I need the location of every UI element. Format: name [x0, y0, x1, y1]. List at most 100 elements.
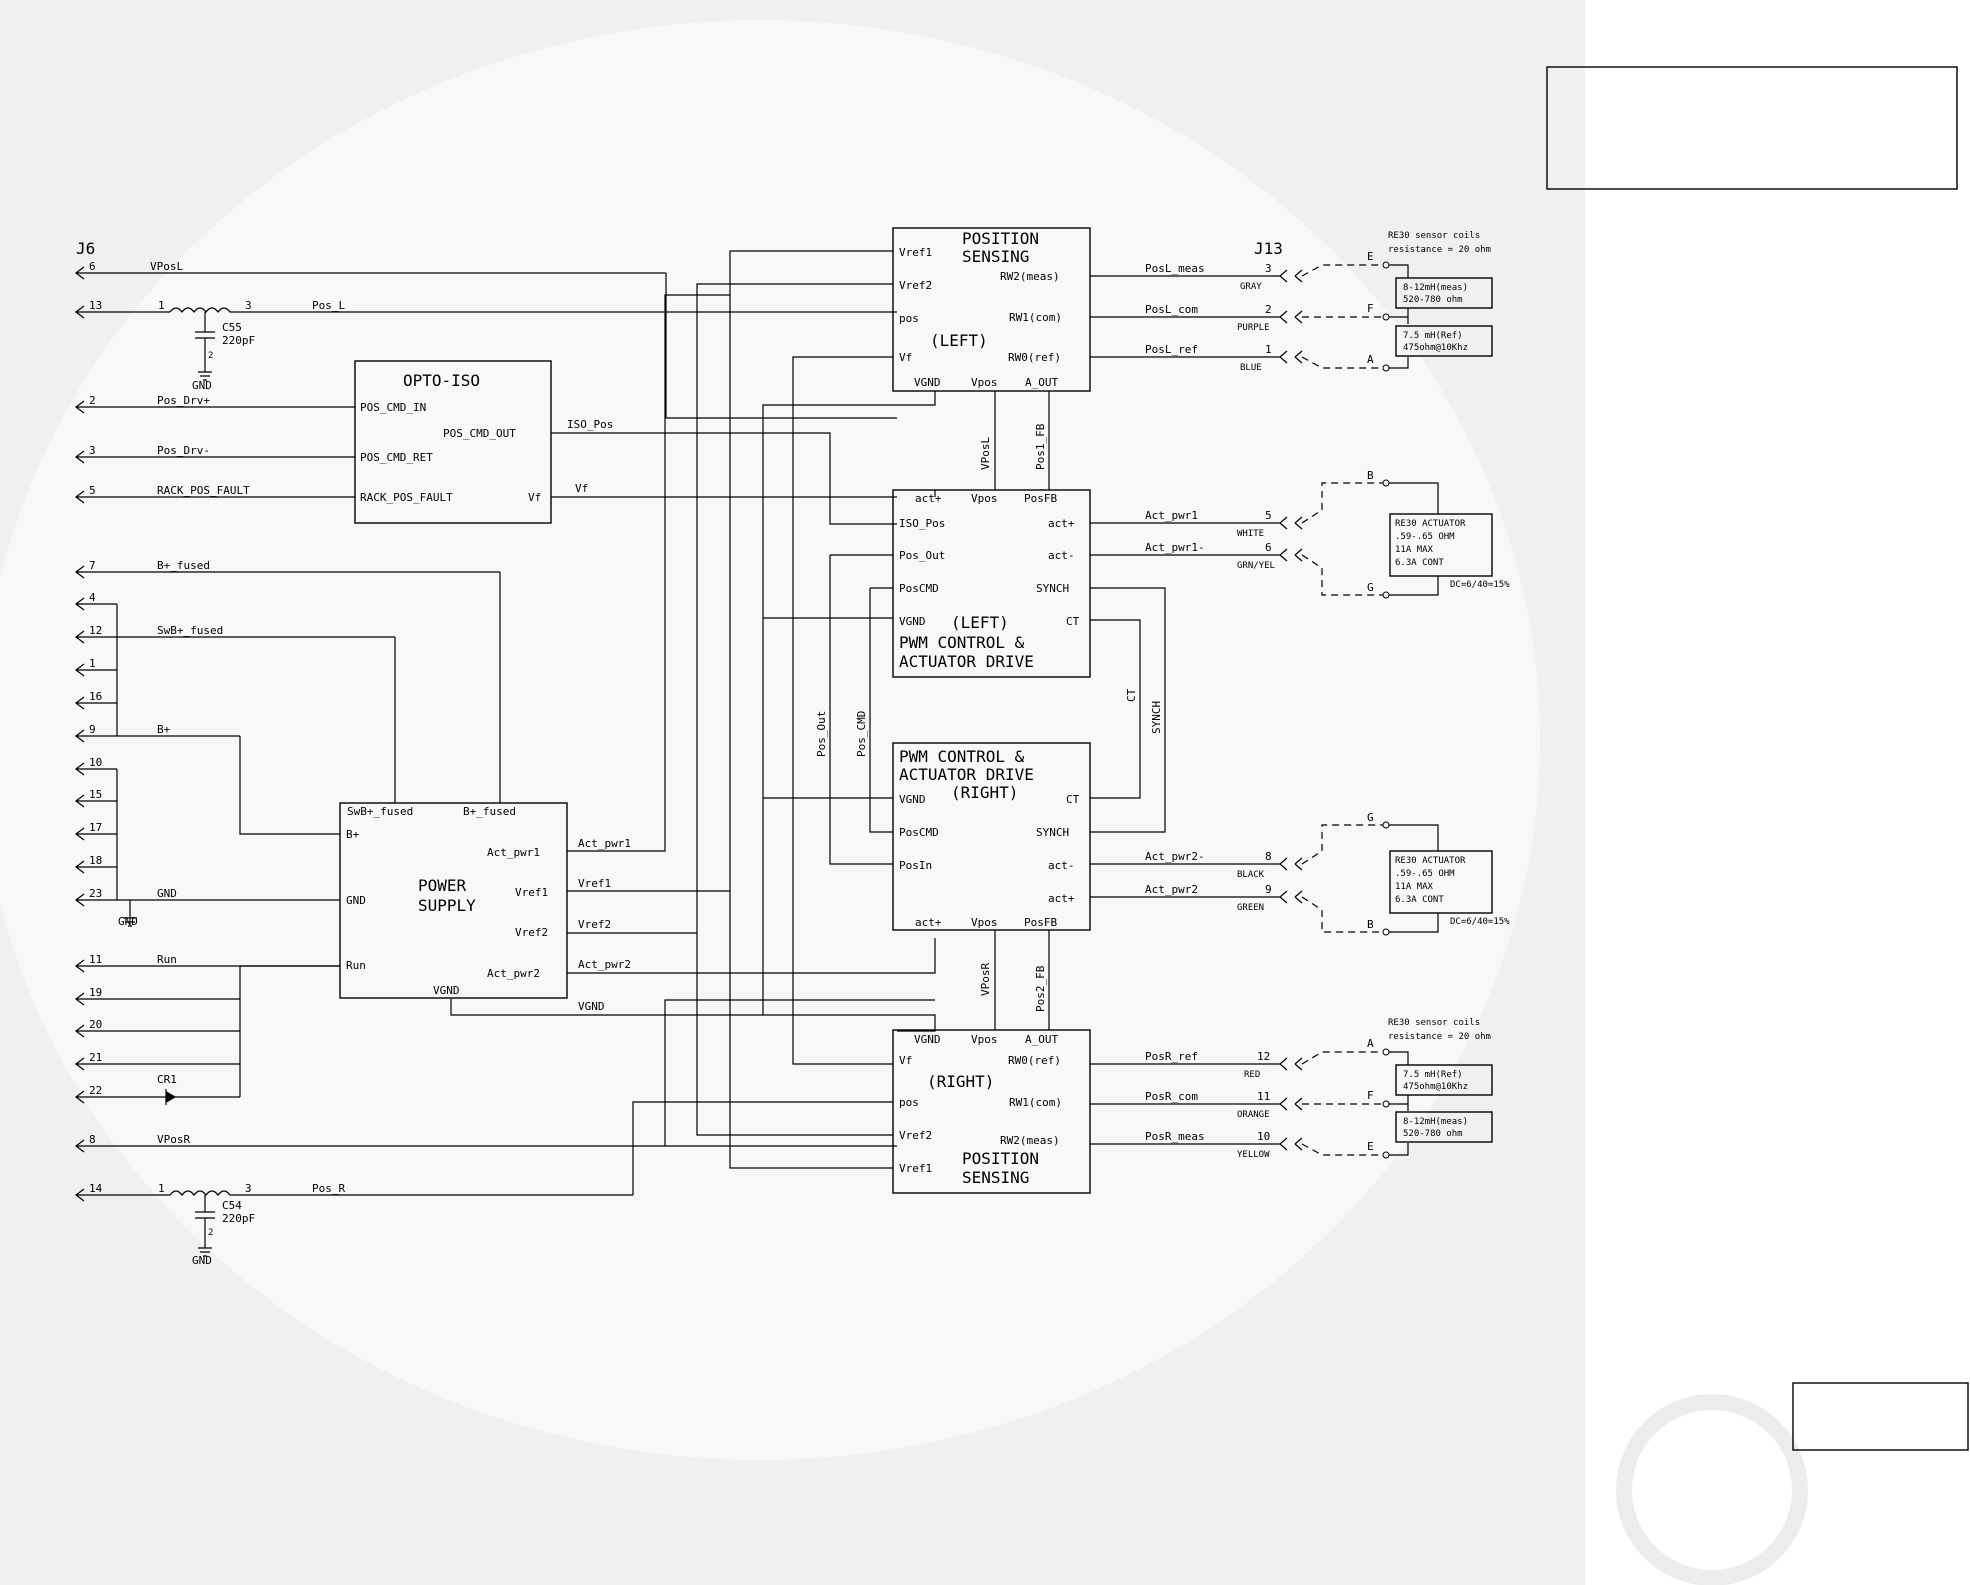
sensor-upper-note-1: RE30 sensor coils — [1388, 231, 1480, 241]
wire-color-orange: ORANGE — [1237, 1110, 1270, 1120]
j13-pin-8: 8 — [1265, 850, 1272, 863]
wire-color-yellow: YELLOW — [1237, 1150, 1270, 1160]
pwmr-pin-poscmd: PosCMD — [899, 826, 939, 839]
j13-pin-5: 5 — [1265, 509, 1272, 522]
ps-net-vref2: Vref2 — [578, 918, 611, 931]
pin-net: Pos_R — [312, 1182, 345, 1195]
psl-pin-pos: pos — [899, 312, 919, 325]
sensor-upper-letter-a: A — [1367, 353, 1374, 366]
j6-pins — [75, 266, 897, 1202]
actuator-lower-line-4: 6.3A CONT — [1395, 895, 1444, 905]
pin-num: 15 — [89, 788, 102, 801]
ps-pin-run: Run — [346, 959, 366, 972]
actuator-upper-letter-b: B — [1367, 469, 1374, 482]
coil-upper-2b: 475ohm@10Khz — [1403, 343, 1468, 353]
gnd-label: GND — [118, 915, 138, 928]
wire-color-gray: GRAY — [1240, 282, 1262, 292]
psr-pin-rw1: RW1(com) — [1009, 1096, 1062, 1109]
pwml-pin-poscmd: PosCMD — [899, 582, 939, 595]
pwmr-pin-synch: SYNCH — [1036, 826, 1069, 839]
psl-pin-vref1: Vref1 — [899, 246, 932, 259]
opto-pin-rack-pos-fault: RACK_POS_FAULT — [360, 491, 453, 504]
psl-pin-vf: Vf — [899, 351, 912, 364]
net-act-pwr1: Act_pwr1 — [1145, 509, 1198, 522]
upper-actuator: B G RE30 ACTUATOR .59-.65 OHM 11A MAX 6.… — [1301, 469, 1510, 599]
diode-cr1: CR1 — [157, 1073, 240, 1105]
net-vposl: VPosL — [979, 437, 992, 470]
pin-net: Run — [157, 953, 177, 966]
pwml-pin-ct: CT — [1066, 615, 1080, 628]
j13-pin-9: 9 — [1265, 883, 1272, 896]
net-posl-com: PosL_com — [1145, 303, 1198, 316]
net-posr-com: PosR_com — [1145, 1090, 1198, 1103]
c54-gnd: GND — [192, 1254, 212, 1267]
coil-lower-2b: 520-780 ohm — [1403, 1129, 1463, 1139]
c54-pin1: 1 — [158, 1182, 165, 1195]
psl-pin-rw2: RW2(meas) — [1000, 270, 1060, 283]
net-vposr: VPosR — [979, 963, 992, 996]
j13-pin-1: 1 — [1265, 343, 1272, 356]
watermark — [0, 0, 1808, 1585]
opto-pin-pos-cmd-in: POS_CMD_IN — [360, 401, 426, 414]
lower-actuator: G B RE30 ACTUATOR .59-.65 OHM 11A MAX 6.… — [1301, 811, 1510, 936]
pin-net: VPosL — [150, 260, 183, 273]
psr-pin-pos: pos — [899, 1096, 919, 1109]
page-number-box — [1792, 1382, 1969, 1451]
coil-lower-1a: 7.5 mH(Ref) — [1403, 1070, 1463, 1080]
pwml-pin-act-plus-top: act+ — [915, 492, 942, 505]
pin-net: B+_fused — [157, 559, 210, 572]
connector-j13-label: J13 — [1254, 239, 1283, 258]
pin-net: RACK_POS_FAULT — [157, 484, 250, 497]
coil-upper-1a: 8-12mH(meas) — [1403, 283, 1468, 293]
net-act-pwr1-minus: Act_pwr1- — [1145, 541, 1205, 554]
pwmr-pin-vpos: Vpos — [971, 916, 998, 929]
connector-j6-label: J6 — [76, 239, 95, 258]
net-act-pwr2-minus: Act_pwr2- — [1145, 850, 1205, 863]
sensor-upper-letter-e: E — [1367, 250, 1374, 263]
opto-net-iso-pos: ISO_Pos — [567, 418, 613, 431]
wire-color-red: RED — [1244, 1070, 1260, 1080]
psl-pin-rw1: RW1(com) — [1009, 311, 1062, 324]
pwml-pin-pos-out: Pos_Out — [899, 549, 945, 562]
ps-pin-vref1: Vref1 — [515, 886, 548, 899]
pin-num: 5 — [89, 484, 96, 497]
coil-lower-1b: 475ohm@10Khz — [1403, 1082, 1468, 1092]
sensor-lower-letter-a: A — [1367, 1037, 1374, 1050]
pin-net: Pos_Drv- — [157, 444, 210, 457]
psl-pin-vpos: Vpos — [971, 376, 998, 389]
ps-pin-gnd: GND — [346, 894, 366, 907]
pwml-side: (LEFT) — [951, 613, 1009, 632]
pin-num: 18 — [89, 854, 102, 867]
position-sensing-left-block: POSITION SENSING (LEFT) Vref1 Vref2 pos … — [892, 227, 1091, 392]
wire-color-blue: BLUE — [1240, 363, 1262, 373]
pin-num: 20 — [89, 1018, 102, 1031]
ps-pin-b-fused: B+_fused — [463, 805, 516, 818]
title-block-box — [1546, 66, 1958, 190]
c54-pin2: 2 — [208, 1228, 213, 1238]
pin-num: 6 — [89, 260, 96, 273]
filter-c54: 1 3 C54 220pF 2 GND — [158, 1182, 633, 1267]
psl-pin-rw0: RW0(ref) — [1008, 351, 1061, 364]
net-posr-meas: PosR_meas — [1145, 1130, 1205, 1143]
c54-ref: C54 — [222, 1199, 242, 1212]
psr-title-1: POSITION — [962, 1149, 1039, 1168]
diode-ref: CR1 — [157, 1073, 177, 1086]
pwml-pin-synch: SYNCH — [1036, 582, 1069, 595]
actuator-upper-dc: DC=6/40=15% — [1450, 580, 1510, 590]
j13-upper-wiring: PosL_meas PosL_com PosL_ref Act_pwr1 Act… — [1090, 262, 1280, 571]
pin-num: 1 — [89, 657, 96, 670]
j13-connector-arrows — [1279, 269, 1303, 1151]
pin-num: 9 — [89, 723, 96, 736]
pwml-pin-vgnd: VGND — [899, 615, 926, 628]
coil-upper-1b: 520-780 ohm — [1403, 295, 1463, 305]
c55-value: 220pF — [222, 334, 255, 347]
pin-num: 12 — [89, 624, 102, 637]
psr-title-2: SENSING — [962, 1168, 1029, 1187]
pwm-right-block: PWM CONTROL & ACTUATOR DRIVE (RIGHT) VGN… — [892, 742, 1091, 931]
actuator-upper-line-2: .59-.65 OHM — [1395, 532, 1455, 542]
net-posr-ref: PosR_ref — [1145, 1050, 1198, 1063]
pin-num: 10 — [89, 756, 102, 769]
opto-net-vf: Vf — [575, 482, 588, 495]
pin-num: 3 — [89, 444, 96, 457]
